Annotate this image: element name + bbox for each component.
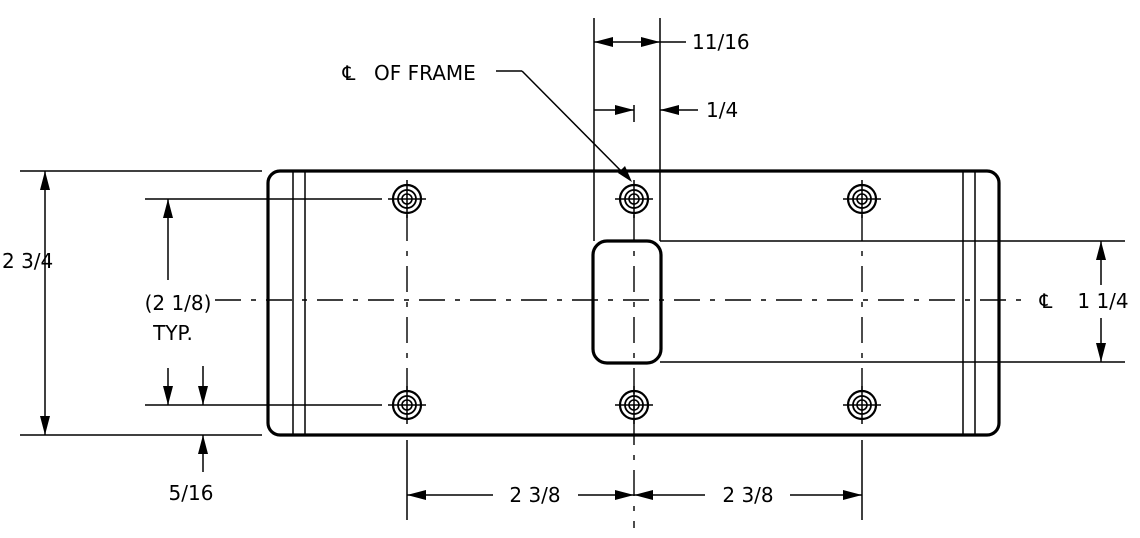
dim-slot-offset — [594, 105, 698, 115]
mounting-hole-bottom-left — [388, 386, 426, 424]
mounting-hole-top-left — [388, 180, 426, 218]
frame-centerline-label: OF FRAME — [374, 61, 476, 85]
dim-slot-height — [1096, 241, 1106, 362]
dim-hole-spacing-left-label: 2 3/8 — [509, 483, 560, 507]
dim-hole-spacing-vertical-label: (2 1/8) — [145, 291, 212, 315]
center-slot — [591, 239, 663, 365]
mounting-hole-top-right — [843, 180, 881, 218]
slot-centerline-symbol: ℄ — [1039, 289, 1053, 313]
dim-hole-spacing-left — [407, 490, 634, 500]
mounting-hole-top-middle — [615, 180, 653, 218]
dim-slot-offset-label: 1/4 — [706, 98, 738, 122]
dim-hole-spacing-vertical-note: TYP. — [152, 321, 193, 345]
dim-hole-spacing-right — [634, 490, 862, 500]
mounting-hole-bottom-right — [843, 386, 881, 424]
dim-overall-height-label: 2 3/4 — [2, 249, 53, 273]
dim-slot-width-label: 11/16 — [692, 30, 750, 54]
dim-hole-spacing-vertical — [163, 199, 173, 405]
dim-slot-width — [594, 37, 686, 47]
frame-centerline-symbol: ℄ — [342, 61, 356, 85]
dim-hole-spacing-right-label: 2 3/8 — [722, 483, 773, 507]
extension-lines — [20, 18, 1125, 520]
mounting-hole-bottom-middle — [615, 386, 653, 424]
dim-edge-offset — [198, 366, 208, 472]
frame-centerline-leader — [496, 70, 632, 182]
dim-overall-height — [40, 171, 50, 435]
dim-edge-offset-label: 5/16 — [169, 481, 214, 505]
dim-slot-height-label: 1 1/4 — [1077, 289, 1128, 313]
